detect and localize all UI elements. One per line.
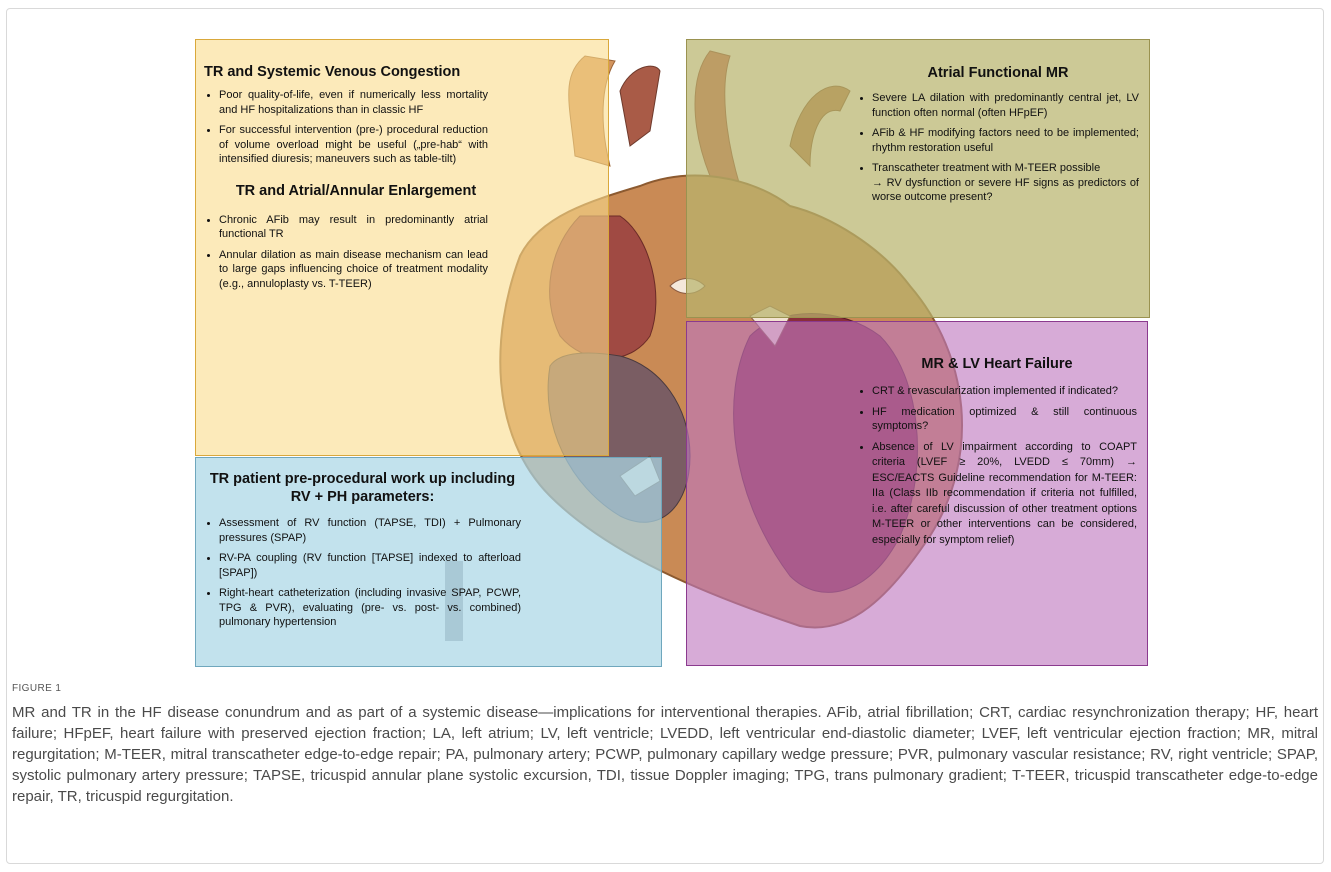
figure-label: FIGURE 1 bbox=[12, 683, 1318, 694]
bullet-list: CRT & revascularization implemented if i… bbox=[857, 384, 1137, 548]
bullet-list: Chronic AFib may result in predominantly… bbox=[204, 213, 488, 292]
bullet-list: Poor quality-of-life, even if numericall… bbox=[204, 88, 488, 167]
bullet-item: HF medication optimized & still continuo… bbox=[872, 405, 1137, 434]
panel-title: TR patient pre-procedural work up includ… bbox=[204, 470, 521, 506]
panel-title: Atrial Functional MR bbox=[857, 65, 1139, 81]
bullet-item: Right-heart catheterization (including i… bbox=[219, 586, 521, 630]
bullet-item: Poor quality-of-life, even if numericall… bbox=[219, 88, 488, 117]
bullet-text: → RV dysfunction or severe HF signs as p… bbox=[872, 177, 1139, 204]
bullet-item: For successful intervention (pre-) proce… bbox=[219, 123, 488, 167]
bullet-text: Transcatheter treatment with M-TEER poss… bbox=[872, 162, 1100, 174]
bullet-item: AFib & HF modifying factors need to be i… bbox=[872, 126, 1139, 155]
panel-title: MR & LV Heart Failure bbox=[857, 356, 1137, 372]
panel-systemic-congestion: TR and Systemic Venous Congestion Poor q… bbox=[195, 39, 609, 456]
panel-title: TR and Systemic Venous Congestion bbox=[204, 64, 488, 80]
bullet-item: Assessment of RV function (TAPSE, TDI) +… bbox=[219, 516, 521, 545]
bullet-item: Severe LA dilation with predominantly ce… bbox=[872, 91, 1139, 120]
bullet-item: Chronic AFib may result in predominantly… bbox=[219, 213, 488, 242]
bullet-list: Severe LA dilation with predominantly ce… bbox=[857, 91, 1139, 205]
bullet-list: Assessment of RV function (TAPSE, TDI) +… bbox=[204, 516, 521, 630]
svc-vessel bbox=[620, 66, 660, 146]
caption-text: MR and TR in the HF disease conundrum an… bbox=[12, 702, 1318, 807]
bullet-item: Absence of LV impairment according to CO… bbox=[872, 440, 1137, 549]
bullet-item: Annular dilation as main disease mechani… bbox=[219, 248, 488, 292]
panel-lv-heart-failure: MR & LV Heart Failure CRT & revasculariz… bbox=[686, 321, 1148, 666]
bullet-item: CRT & revascularization implemented if i… bbox=[872, 384, 1137, 399]
panel-atrial-functional-mr: Atrial Functional MR Severe LA dilation … bbox=[686, 39, 1150, 318]
bullet-item: Transcatheter treatment with M-TEER poss… bbox=[872, 161, 1139, 205]
panel-title: TR and Atrial/Annular Enlargement bbox=[204, 183, 488, 199]
figure-caption: FIGURE 1 MR and TR in the HF disease con… bbox=[12, 683, 1318, 807]
bullet-item: RV-PA coupling (RV function [TAPSE] inde… bbox=[219, 551, 521, 580]
panel-pre-procedural-workup: TR patient pre-procedural work up includ… bbox=[195, 457, 662, 667]
